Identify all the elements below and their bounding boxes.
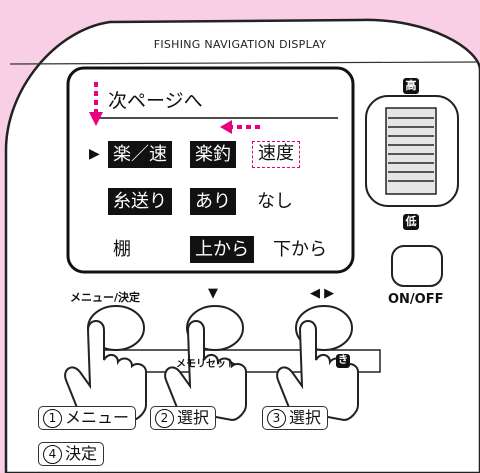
step-2-text: 選択 [177,408,210,427]
step-1-number: 1 [43,409,62,428]
option-rakuchou[interactable]: 楽釣 [190,141,236,168]
select-down-icon: ▼ [208,286,218,301]
screen-title: 次ページへ [108,90,203,112]
device-title: FISHING NAVIGATION DISPLAY [153,38,327,51]
option-tana[interactable]: 棚 [113,239,131,260]
dial-high-label: 高 [403,78,419,94]
option-from-top[interactable]: 上から [190,236,254,263]
device-divider [9,61,479,65]
menu-button-label: メニュー/決定 [70,291,141,304]
option-from-bottom[interactable]: 下から [273,239,327,260]
menu-button[interactable] [88,306,144,350]
dial-low-label: 低 [403,214,419,230]
pointer-hand-icon [64,320,147,422]
memory-reset-suffix: き [336,354,350,368]
option-ari[interactable]: あり [190,188,236,215]
step-3-number: 3 [267,409,286,428]
step-2-number: 2 [155,409,174,428]
step-3-text: 選択 [289,408,322,427]
pointer-hand-icon [276,320,359,422]
step-1-text: メニュー [65,408,130,427]
option-nashi[interactable]: なし [257,191,293,212]
dial-wheel [385,107,437,195]
option-line-feed[interactable]: 糸送り [108,188,172,215]
select-down-button[interactable] [187,306,243,350]
memory-reset-label: メモリセット [176,359,236,370]
onoff-button[interactable] [392,246,442,286]
select-lr-button[interactable] [296,306,352,350]
option-speed[interactable]: 速度 [252,141,300,168]
cursor-triangle-icon: ▶ [89,146,100,162]
option-raku-soku[interactable]: 楽／速 [108,141,172,168]
step-4-number: 4 [43,445,62,464]
onoff-button-label: ON/OFF [388,292,444,307]
pointer-hand-icon [164,320,247,422]
select-lr-icon: ◀ ▶ [310,286,335,301]
step-4-text: 決定 [65,444,98,463]
screen-frame [66,66,355,274]
onoff-button-shape [391,245,443,287]
